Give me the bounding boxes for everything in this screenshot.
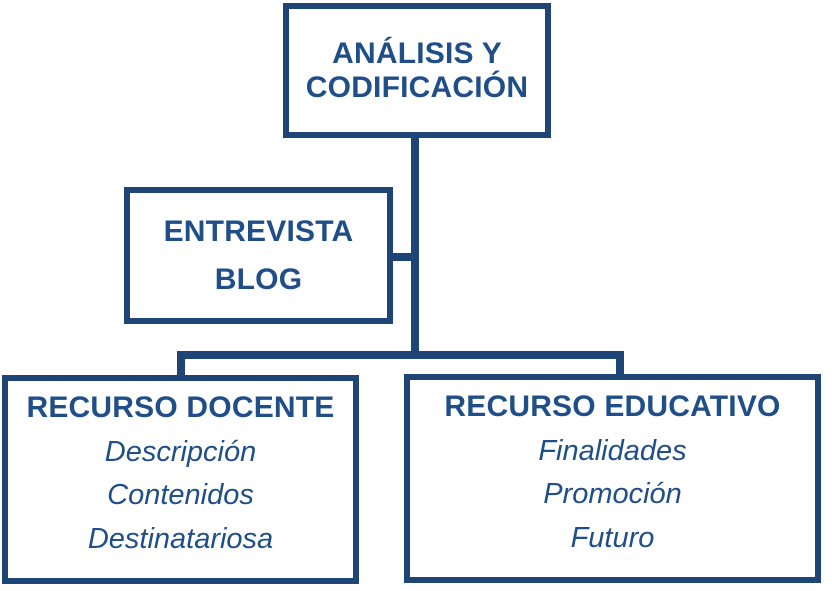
node-recurso-educativo-title: RECURSO EDUCATIVO — [444, 390, 781, 423]
node-recurso-educativo-item: Futuro — [570, 521, 655, 554]
node-recurso-docente-item: Descripción — [104, 435, 257, 468]
connector-drop-right — [616, 351, 624, 377]
node-recurso-docente-title: RECURSO DOCENTE — [26, 391, 335, 424]
node-entrevista-title-line-1: ENTREVISTA — [163, 214, 354, 248]
node-analisis-codificacion: ANÁLISIS Y CODIFICACIÓN — [283, 3, 551, 138]
connector-horizontal-bus — [177, 351, 624, 359]
node-recurso-educativo-item: Finalidades — [538, 434, 687, 467]
node-recurso-educativo: RECURSO EDUCATIVO Finalidades Promoción … — [404, 374, 821, 583]
node-recurso-docente-item: Destinatariosa — [87, 522, 274, 555]
connector-entrevista-stub — [389, 253, 415, 261]
node-entrevista-title-line-2: BLOG — [214, 262, 303, 296]
connector-drop-left — [177, 351, 185, 377]
node-analisis-title-line-1: ANÁLISIS Y — [332, 36, 502, 70]
node-recurso-educativo-item: Promoción — [543, 478, 682, 511]
node-entrevista-blog: ENTREVISTA BLOG — [124, 187, 393, 324]
connector-vertical-trunk — [411, 136, 419, 358]
node-recurso-docente: RECURSO DOCENTE Descripción Contenidos D… — [2, 375, 359, 584]
node-recurso-docente-item: Contenidos — [107, 479, 254, 512]
node-analisis-title-line-2: CODIFICACIÓN — [305, 70, 529, 104]
